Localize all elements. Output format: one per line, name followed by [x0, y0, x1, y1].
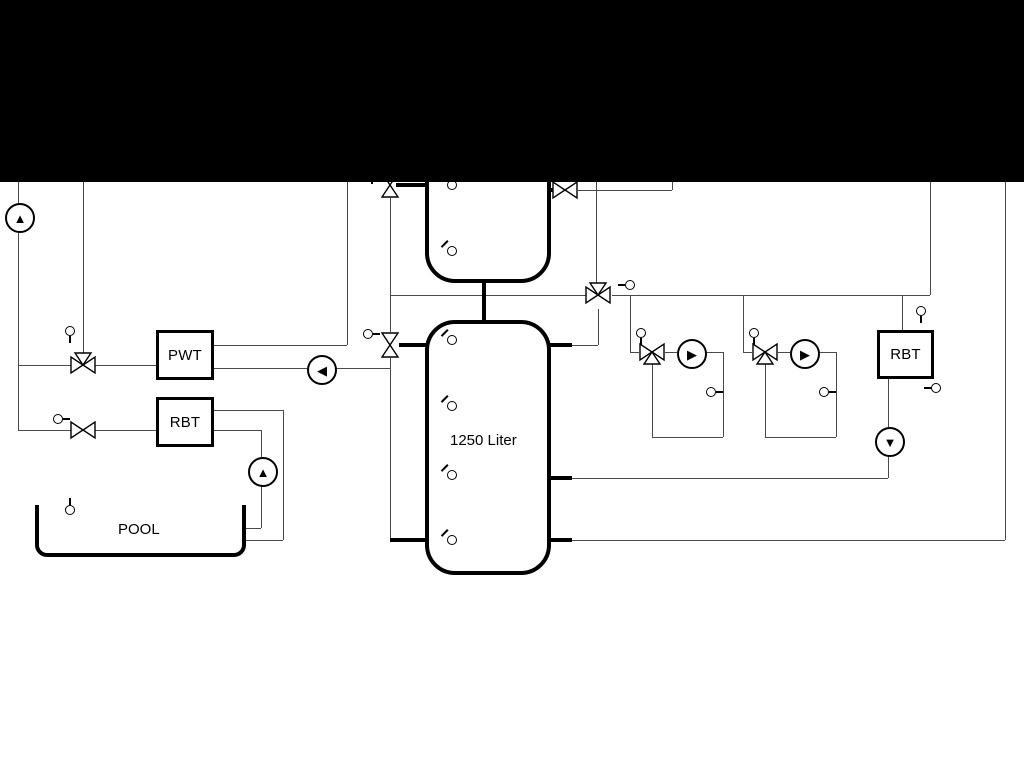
pipe: [18, 430, 71, 431]
pipe: [95, 430, 156, 431]
buffer-tank-bottom: [425, 320, 551, 575]
temp-sensor-icon: [819, 387, 836, 397]
pipe: [390, 295, 586, 296]
pipe: [630, 295, 631, 352]
pump-up-icon: ▲: [248, 457, 278, 487]
pipe: [888, 453, 889, 478]
three-way-valve-icon: [585, 282, 611, 305]
pump-glyph: ▼: [883, 434, 897, 450]
three-way-valve-icon: [752, 342, 778, 365]
pipe: [816, 352, 836, 353]
pipe: [208, 410, 283, 411]
pipe: [596, 126, 597, 283]
pipe: [208, 368, 307, 369]
temp-sensor-icon: [447, 335, 457, 345]
pipe: [83, 120, 84, 354]
pipe: [652, 364, 653, 437]
tank-stub: [399, 343, 427, 347]
valve-icon: [380, 332, 400, 358]
temp-sensor-icon: [65, 326, 75, 343]
pipe: [578, 190, 672, 191]
pwt-heat-exchanger-box: PWT: [156, 330, 214, 380]
pump-glyph: ▲: [13, 210, 27, 226]
three-way-valve-icon: [70, 352, 96, 375]
pump-glyph: ▲: [256, 464, 270, 480]
pipe: [665, 352, 677, 353]
pump-right-icon: ▶: [677, 339, 707, 369]
pwt-label: PWT: [168, 346, 202, 364]
pump-up-icon: ▲: [5, 203, 35, 233]
pipe: [283, 410, 284, 540]
tank-connector-pipe: [482, 271, 486, 324]
pipe: [261, 483, 262, 528]
temp-sensor-icon: [924, 383, 941, 393]
pump-glyph: ▶: [687, 346, 697, 362]
pipe: [390, 198, 391, 332]
pump-glyph: ▶: [800, 346, 810, 362]
temp-sensor-icon: [618, 280, 635, 290]
pipe: [902, 295, 903, 330]
pipe: [765, 364, 766, 437]
temp-sensor-icon: [65, 498, 75, 515]
pipe: [572, 345, 598, 346]
pipe: [333, 368, 390, 369]
pump-left-icon: ◀: [307, 355, 337, 385]
pipe: [612, 295, 930, 296]
pipe: [238, 540, 283, 541]
pump-right-icon: ▶: [790, 339, 820, 369]
pipe: [238, 528, 261, 529]
pump-down-icon: ▼: [875, 427, 905, 457]
pipe: [208, 345, 347, 346]
pipe: [743, 352, 752, 353]
temp-sensor-icon: [706, 387, 723, 397]
temp-sensor-icon: [447, 470, 457, 480]
pipe: [930, 84, 931, 295]
tank-stub: [539, 476, 572, 480]
pipe: [888, 373, 889, 427]
temp-sensor-icon: [53, 414, 70, 424]
pipe: [703, 352, 723, 353]
buffer-tank-bottom-label: 1250 Liter: [450, 432, 517, 449]
pipe: [836, 352, 837, 437]
temp-sensor-icon: [749, 328, 759, 345]
pipe: [95, 365, 156, 366]
pipe: [572, 478, 888, 479]
pipe: [390, 358, 391, 540]
rbt-right-box: RBT: [877, 330, 934, 379]
temp-sensor-icon: [916, 306, 926, 323]
pipe: [652, 437, 723, 438]
pipe: [18, 229, 19, 431]
temp-sensor-icon: [447, 401, 457, 411]
temp-sensor-icon: [447, 246, 457, 256]
rbt-left-label: RBT: [169, 413, 201, 431]
pipe: [1005, 105, 1006, 540]
bottom-black-band: [0, 0, 1024, 182]
tank-stub: [396, 183, 427, 187]
valve-icon: [70, 420, 96, 440]
pipe: [630, 352, 639, 353]
tank-stub: [390, 538, 427, 542]
pool-label: POOL: [118, 521, 160, 538]
pipe: [261, 430, 262, 457]
temp-sensor-icon: [447, 535, 457, 545]
temp-sensor-icon: [636, 328, 646, 345]
pipe: [723, 352, 724, 437]
pipe: [18, 365, 71, 366]
valve-icon: [552, 180, 578, 200]
temp-sensor-icon: [363, 329, 380, 339]
pipe: [572, 540, 1005, 541]
pipe: [778, 352, 790, 353]
pump-glyph: ◀: [317, 362, 327, 378]
rbt-left-box: RBT: [156, 397, 214, 447]
pipe: [765, 437, 836, 438]
tank-stub: [539, 538, 572, 542]
pipe: [208, 430, 261, 431]
three-way-valve-icon: [639, 342, 665, 365]
pipe: [598, 309, 599, 345]
pipe: [743, 295, 744, 352]
tank-stub: [539, 343, 572, 347]
rbt-right-label: RBT: [890, 346, 921, 363]
